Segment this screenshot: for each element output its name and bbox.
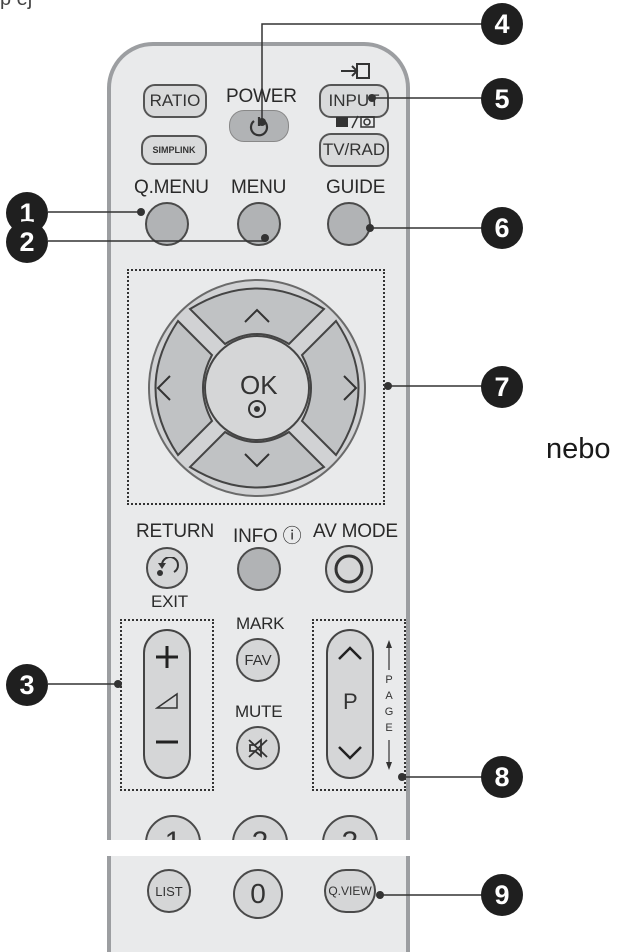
callout-8: 8 — [481, 756, 523, 798]
input-label: INPUT — [328, 91, 380, 110]
return-label: RETURN — [136, 521, 214, 542]
callout-3: 3 — [6, 664, 48, 706]
input-button[interactable]: INPUT — [319, 84, 389, 118]
callout-7: 7 — [481, 366, 523, 408]
qmenu-button[interactable] — [145, 202, 189, 246]
caption-fragment: p ej — [0, 0, 32, 11]
navigation-area — [127, 269, 385, 505]
minus-icon — [156, 740, 178, 744]
list-label: LIST — [155, 883, 183, 899]
arrow-down-icon — [244, 453, 270, 468]
p-label: P — [343, 689, 358, 714]
av-mode-label: AV MODE — [313, 521, 398, 542]
simplink-button[interactable]: SIMPLINK — [141, 135, 207, 165]
arrow-right-button[interactable] — [300, 319, 360, 457]
return-icon — [157, 557, 179, 576]
program-group — [312, 619, 406, 791]
arrow-up-button[interactable] — [188, 287, 326, 346]
arrow-left-icon — [156, 375, 171, 401]
callout-2: 2 — [6, 221, 48, 263]
leader-2 — [48, 235, 266, 242]
page-label: PAGE — [384, 674, 394, 734]
arrow-left-button[interactable] — [154, 319, 214, 457]
arrow-right-icon — [343, 375, 358, 401]
fav-label: FAV — [244, 651, 272, 669]
number-0-label: 0 — [250, 878, 266, 909]
info-label: INFO ⓘ — [233, 526, 302, 547]
volume-icon — [155, 692, 178, 709]
input-icon — [341, 63, 370, 79]
section-gap — [0, 840, 634, 856]
ok-button[interactable] — [204, 335, 310, 441]
power-button[interactable] — [229, 110, 289, 142]
qview-label: Q.VIEW — [328, 884, 372, 898]
leader-4 — [261, 23, 482, 122]
callout-4: 4 — [481, 3, 523, 45]
arrow-down-button[interactable] — [188, 430, 326, 489]
simplink-label: SIMPLINK — [152, 145, 196, 155]
exit-label: EXIT — [151, 592, 188, 611]
menu-label: MENU — [231, 177, 287, 198]
mute-label: MUTE — [235, 702, 283, 721]
return-button[interactable] — [146, 547, 188, 589]
guide-label: GUIDE — [326, 177, 386, 198]
mute-button[interactable] — [236, 726, 280, 770]
callout-6: 6 — [481, 207, 523, 249]
fav-button[interactable]: FAV — [236, 638, 280, 682]
side-text: nebo — [546, 433, 611, 465]
callout-9: 9 — [481, 874, 523, 916]
qview-button[interactable]: Q.VIEW — [324, 869, 376, 913]
volume-group — [120, 619, 214, 791]
program-rocker[interactable] — [326, 629, 374, 779]
av-mode-button[interactable] — [325, 545, 373, 593]
av-mode-icon — [334, 554, 364, 584]
tv-radio-icon — [336, 115, 375, 129]
mute-icon — [248, 738, 268, 758]
plus-icon — [156, 646, 178, 668]
page-arrows — [386, 640, 392, 770]
menu-button[interactable] — [237, 202, 281, 246]
tv-rad-label: TV/RAD — [322, 140, 386, 159]
tv-rad-button[interactable]: TV/RAD — [319, 133, 389, 167]
callout-5: 5 — [481, 78, 523, 120]
arrow-up-icon — [244, 308, 270, 323]
info-button[interactable] — [237, 547, 281, 591]
list-button[interactable]: LIST — [147, 869, 191, 913]
qmenu-label: Q.MENU — [134, 177, 209, 198]
ratio-button[interactable]: RATIO — [143, 84, 207, 118]
mark-label: MARK — [236, 614, 285, 633]
ok-label: OK — [240, 370, 278, 400]
chevron-up-icon — [338, 646, 362, 660]
remote-body — [107, 42, 410, 952]
number-0-button[interactable]: 0 — [233, 869, 283, 919]
dpad — [148, 279, 366, 497]
ratio-label: RATIO — [149, 91, 201, 110]
chevron-down-icon — [338, 746, 362, 760]
